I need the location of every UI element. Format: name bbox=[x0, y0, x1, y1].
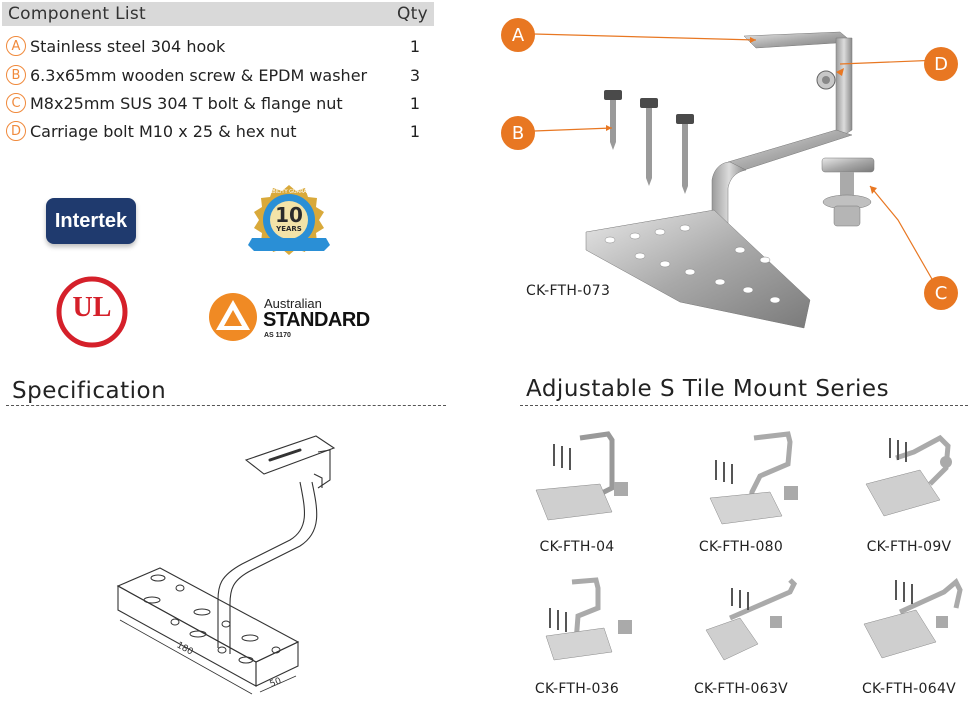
letter-badge: B bbox=[6, 65, 26, 85]
product-thumbnail bbox=[865, 434, 952, 517]
australian-standard-logo: Australian STANDARD AS 1170 bbox=[208, 292, 378, 346]
main-model-label: CK-FTH-073 bbox=[526, 283, 611, 299]
component-description: Stainless steel 304 hook bbox=[30, 36, 226, 56]
series-divider bbox=[520, 405, 968, 406]
series-model-label: CK-FTH-080 bbox=[698, 539, 784, 555]
callout-d: D bbox=[924, 47, 958, 81]
component-qty: 1 bbox=[409, 93, 421, 113]
series-model-label: CK-FTH-09V bbox=[866, 539, 952, 555]
specification-title: Specification bbox=[12, 378, 167, 404]
component-item: D Carriage bolt M10 x 25 & hex nut 1 bbox=[6, 118, 430, 144]
component-description: Carriage bolt M10 x 25 & hex nut bbox=[30, 121, 297, 141]
series-title: Adjustable S Tile Mount Series bbox=[526, 376, 890, 402]
series-model-label: CK-FTH-064V bbox=[861, 681, 957, 697]
letter-badge: A bbox=[6, 36, 26, 56]
component-qty: 3 bbox=[409, 65, 421, 85]
ul-mark-icon bbox=[56, 276, 128, 348]
letter-badge: D bbox=[6, 121, 26, 141]
ul-logo: UL bbox=[56, 276, 128, 348]
component-description: M8x25mm SUS 304 T bolt & flange nut bbox=[30, 93, 343, 113]
ul-text: UL bbox=[72, 292, 112, 323]
series-model-label: CK-FTH-036 bbox=[534, 681, 620, 697]
as-australian-text: Australian bbox=[264, 296, 322, 311]
specification-divider bbox=[6, 405, 446, 406]
product-thumbnail bbox=[705, 578, 798, 661]
component-item: A Stainless steel 304 hook 1 bbox=[6, 33, 430, 59]
as-standard-text: STANDARD bbox=[263, 309, 370, 331]
component-qty: 1 bbox=[409, 36, 421, 56]
product-thumbnail bbox=[863, 578, 963, 659]
letter-badge: C bbox=[6, 93, 26, 113]
warranty-ring-text: DURABILITY GUARANTEE bbox=[258, 189, 320, 195]
callout-b: B bbox=[501, 116, 535, 150]
warranty-badge: 10 YEARS DURABILITY GUARANTEE bbox=[244, 183, 334, 268]
as-code-text: AS 1170 bbox=[264, 332, 291, 339]
component-list-title: Component List bbox=[8, 4, 147, 24]
series-model-label: CK-FTH-04 bbox=[539, 539, 615, 555]
product-thumbnail bbox=[709, 431, 798, 525]
specification-drawing bbox=[116, 435, 336, 695]
as-triangle-icon bbox=[209, 293, 257, 341]
component-description: 6.3x65mm wooden screw & EPDM washer bbox=[30, 65, 368, 85]
warranty-seal-icon bbox=[248, 185, 330, 255]
series-model-label: CK-FTH-063V bbox=[693, 681, 789, 697]
intertek-logo: Intertek bbox=[46, 198, 136, 244]
callout-c: C bbox=[924, 276, 958, 310]
product-thumbnail bbox=[535, 431, 628, 521]
component-item: B 6.3x65mm wooden screw & EPDM washer 3 bbox=[6, 62, 430, 88]
component-qty: 1 bbox=[409, 121, 421, 141]
main-product-illustration bbox=[533, 31, 941, 329]
qty-header: Qty bbox=[396, 4, 428, 24]
intertek-text: Intertek bbox=[54, 209, 128, 232]
component-list-header: Component List Qty bbox=[2, 2, 434, 26]
product-thumbnail bbox=[545, 577, 632, 661]
warranty-years: YEARS bbox=[276, 225, 302, 233]
warranty-number: 10 bbox=[275, 203, 303, 227]
component-item: C M8x25mm SUS 304 T bolt & flange nut 1 bbox=[6, 90, 430, 116]
callout-a: A bbox=[501, 18, 535, 52]
